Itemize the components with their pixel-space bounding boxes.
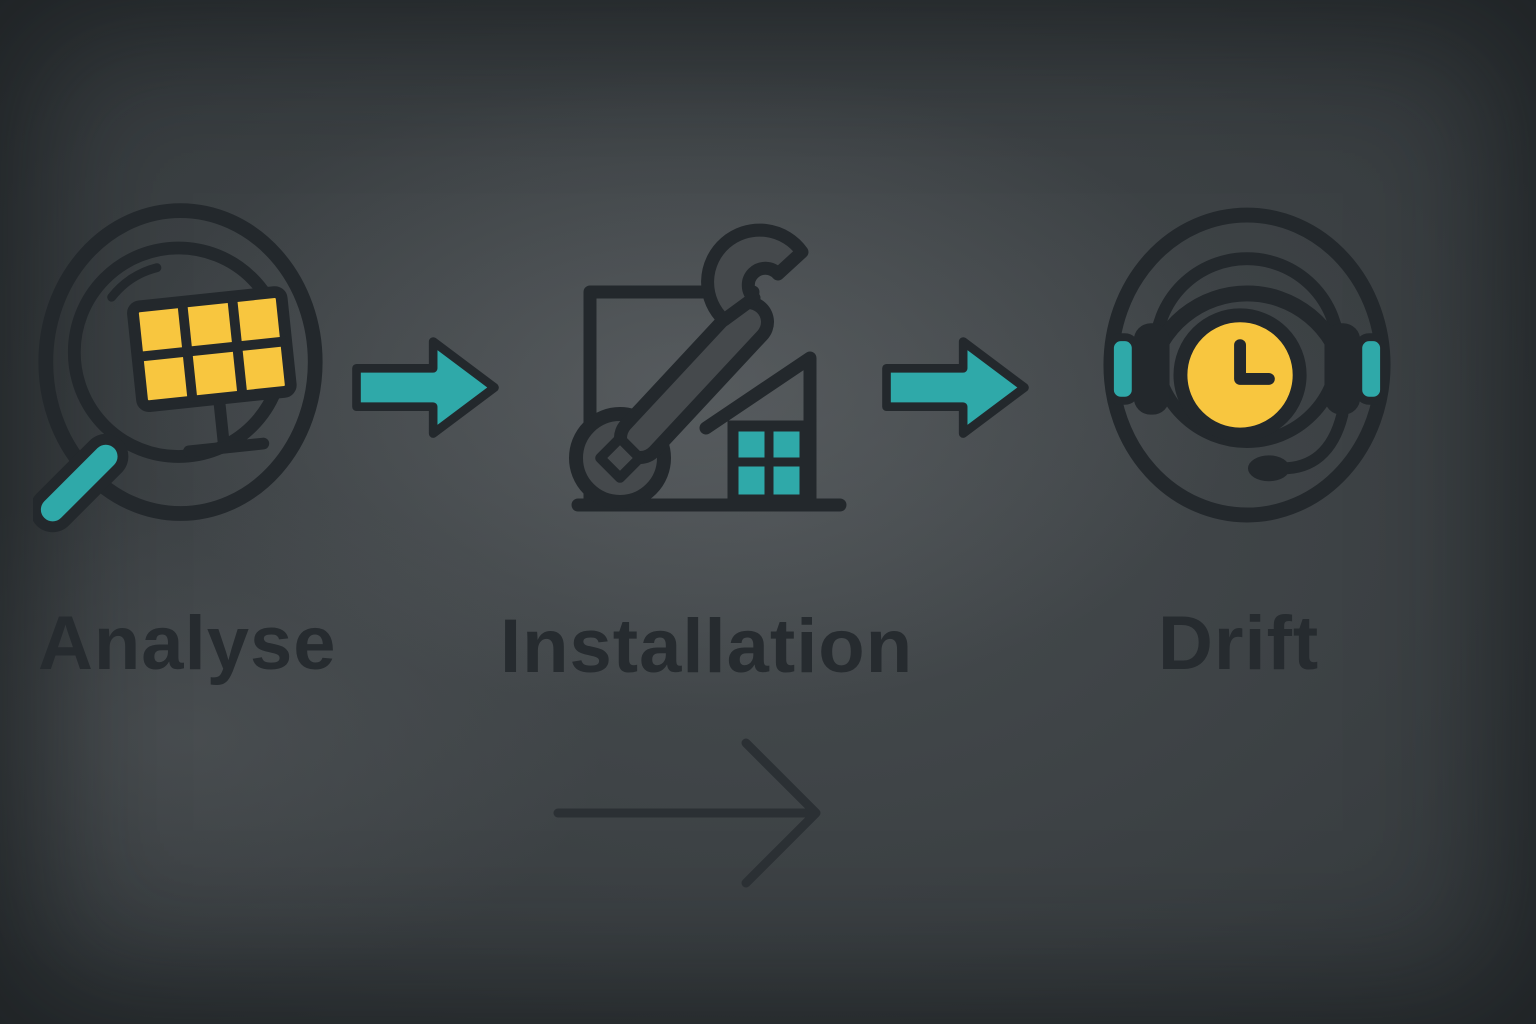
wrench-house-icon <box>569 223 847 512</box>
arrow-right-icon <box>882 337 1029 438</box>
magnifying-glass-solar-panel-icon <box>33 203 323 533</box>
step-label-analyse: Analyse <box>38 601 337 686</box>
headset-clock-icon <box>1103 207 1391 523</box>
step-label-installation: Installation <box>500 604 914 689</box>
arrow-right-icon <box>352 337 499 438</box>
step-label-drift: Drift <box>1158 601 1320 686</box>
long-right-arrow-icon <box>553 738 821 888</box>
